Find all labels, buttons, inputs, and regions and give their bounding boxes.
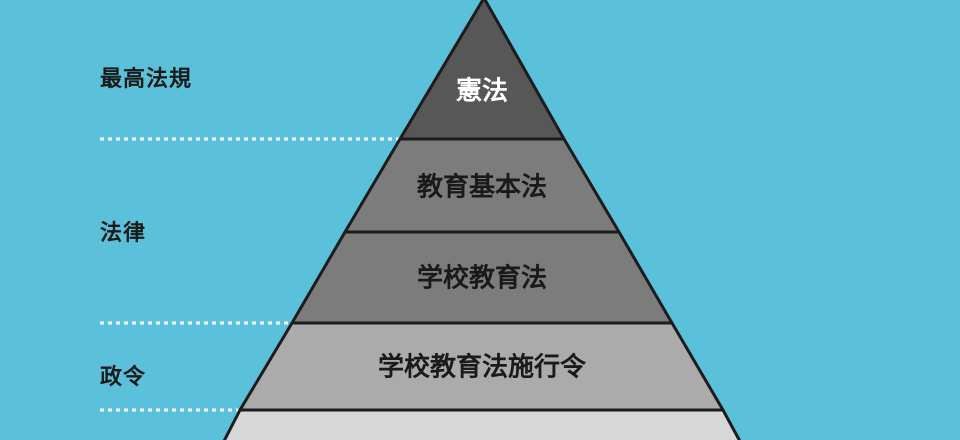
category-label-law: 法律	[100, 221, 147, 246]
tier-label-enforcement-order: 学校教育法施行令	[378, 352, 587, 383]
tier-label-school-act: 学校教育法	[417, 263, 547, 294]
category-label-cabinet-order: 政令	[100, 365, 147, 390]
tier-label-constitution: 憲法	[456, 76, 508, 107]
tier-bottom-partial	[222, 408, 741, 440]
category-label-supreme-law: 最高法規	[100, 67, 193, 92]
tier-constitution	[398, 0, 566, 141]
tier-label-basic-act: 教育基本法	[417, 172, 547, 203]
